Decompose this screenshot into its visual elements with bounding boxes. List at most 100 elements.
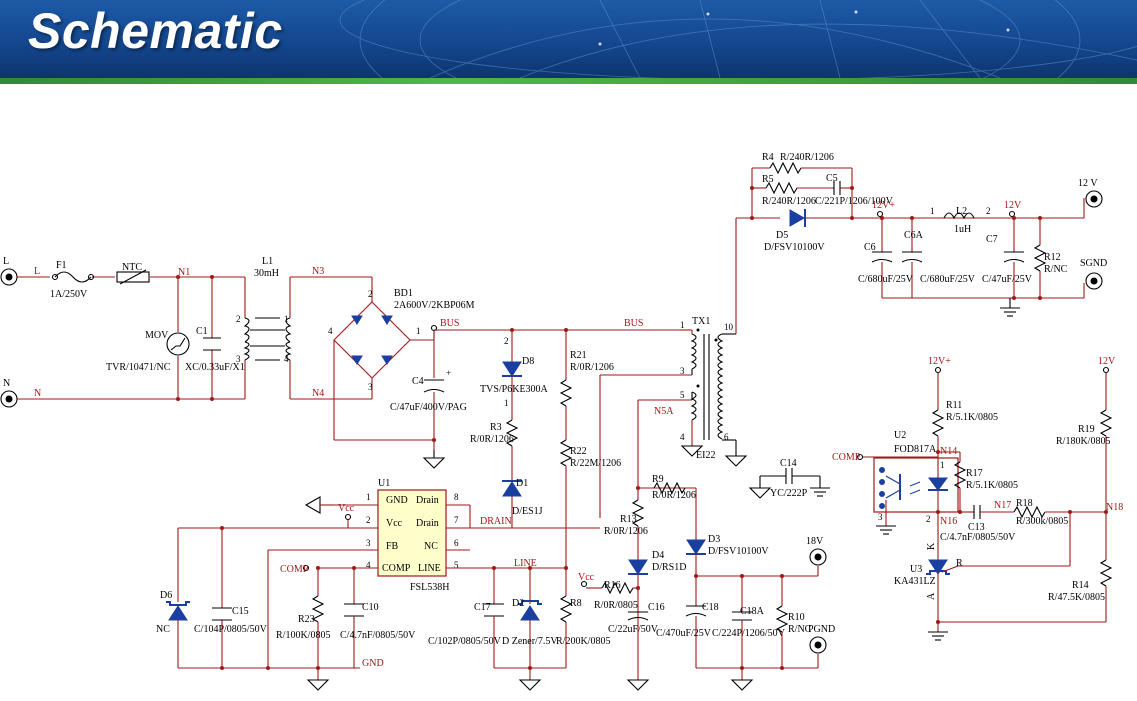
label-12V-terminal: 12 V — [1078, 178, 1098, 189]
label-R17: R17 — [966, 468, 983, 479]
label-C6-value: C/680uF/25V — [858, 274, 914, 285]
label-U1-pin7: 7 — [454, 515, 459, 525]
label-U2-pin2: 2 — [926, 514, 931, 524]
label-12V-feedback: 12V — [1098, 356, 1116, 367]
label-R5-value: R/240R/1206 — [762, 196, 816, 207]
label-U3-K: K — [926, 542, 937, 550]
label-BD1-value: 2A600V/2KBP06M — [394, 300, 475, 311]
label-C18: C18 — [702, 602, 719, 613]
label-N5A: N5A — [654, 406, 674, 417]
label-U2-pin3: 3 — [878, 512, 883, 522]
label-R9-value: R/0R/1206 — [652, 490, 696, 501]
label-D4: D4 — [652, 550, 664, 561]
label-U1-pin-Drain2: Drain — [416, 518, 439, 529]
label-GND-net: GND — [362, 658, 384, 669]
y-capacitor-C14: C14 YC/222P — [748, 458, 830, 499]
capacitor-C10: C10 C/4.7nF/0805/50V — [340, 568, 416, 668]
label-U1-pin-LINE: LINE — [418, 563, 441, 574]
varistor-MOV: MOV TVR/10471/NC — [106, 330, 190, 373]
label-L1: L1 — [262, 256, 273, 267]
label-C18-value: C/470uF/25V — [656, 628, 712, 639]
label-R10-value: R/NC — [788, 624, 812, 635]
label-BD1-pin1: 1 — [416, 326, 421, 336]
label-R8: R8 — [570, 598, 582, 609]
label-C10-value: C/4.7nF/0805/50V — [340, 630, 416, 641]
label-C16-value: C/22uF/50V — [608, 624, 659, 635]
diode-D6: D6 NC — [156, 590, 190, 635]
label-U2: U2 — [894, 430, 906, 441]
terminal-L-center — [5, 273, 13, 281]
label-L2: L2 — [956, 206, 967, 217]
label-R21-value: R/0R/1206 — [570, 362, 614, 373]
label-DRAIN-net: DRAIN — [480, 516, 512, 527]
optocoupler-U2: COMP U2 FOD817A 3 2 1 — [832, 430, 959, 535]
label-R19-value: R/180K/0805 — [1056, 436, 1110, 447]
label-D1: D1 — [516, 478, 528, 489]
label-NTC: NTC — [122, 262, 142, 273]
label-PGND-terminal: PGND — [808, 624, 835, 635]
label-R22-value: R/22M/1206 — [570, 458, 621, 469]
label-U1-pin-Vcc: Vcc — [386, 518, 403, 529]
label-BD1-pin3: 3 — [368, 382, 373, 392]
label-U1-pin8: 8 — [454, 492, 459, 502]
label-D6-value: NC — [156, 624, 170, 635]
label-C1-value: XC/0.33uF/X1 — [185, 362, 245, 373]
label-TX1-pin10: 10 — [724, 322, 734, 332]
label-R16: R16 — [604, 580, 621, 591]
label-R4-value: R/240R/1206 — [780, 152, 834, 163]
label-C1: C1 — [196, 326, 208, 337]
label-R9: R9 — [652, 474, 664, 485]
label-N4: N4 — [312, 388, 324, 399]
label-TX1-pin3: 3 — [680, 366, 685, 376]
label-R11: R11 — [946, 400, 962, 411]
label-C7: C7 — [986, 234, 998, 245]
fuse-F1: F1 1A/250V — [50, 260, 95, 300]
schematic-diagram: L N L N F1 1A/250V NTC N1 — [0, 152, 1123, 691]
label-R21: R21 — [570, 350, 587, 361]
label-TX1: TX1 — [692, 316, 710, 327]
label-Vcc-aux: Vcc — [578, 572, 595, 583]
output-terminals-12V: 12 V SGND — [1078, 178, 1107, 290]
label-SGND-terminal: SGND — [1080, 258, 1107, 269]
transformer-TX1: TX1 EI22 N5A 1 3 5 4 10 6 — [599, 218, 748, 518]
label-Vcc-net: Vcc — [338, 503, 355, 514]
label-C17: C17 — [474, 602, 491, 613]
label-R12-value: R/NC — [1044, 264, 1068, 275]
terminal-N-center — [5, 395, 13, 403]
label-D2: D2 — [512, 598, 524, 609]
label-C15-value: C/104P/0805/50V — [194, 624, 268, 635]
label-C13: C13 — [968, 522, 985, 533]
label-U1-pin4: 4 — [366, 560, 371, 570]
header-banner: Schematic — [0, 0, 1137, 78]
capacitor-C1: C1 XC/0.33uF/X1 — [185, 326, 245, 373]
label-F1: F1 — [56, 260, 67, 271]
label-MOV: MOV — [145, 330, 169, 341]
label-R13: R13 — [620, 514, 637, 525]
label-C14: C14 — [780, 458, 797, 469]
label-BUS-net: BUS — [624, 318, 643, 329]
label-C6: C6 — [864, 242, 876, 253]
secondary-snubber: R4 R/240R/1206 R5 R/240R/1206 C5 C/221P/… — [736, 152, 894, 220]
label-N-terminal: N — [3, 378, 10, 389]
snubber-chain: D8 TVS/P6KE300A R3 R/0R/1206 D1 D/ES1J 2… — [470, 330, 549, 518]
label-C18A: C18A — [740, 606, 765, 617]
label-TX1-pin4: 4 — [680, 432, 685, 442]
label-F1-value: 1A/250V — [50, 289, 88, 300]
label-12V-net: 12V — [1004, 200, 1022, 211]
label-R23-value: R/100K/0805 — [276, 630, 330, 641]
thermistor-NTC: NTC N1 — [116, 262, 190, 285]
aux-rectifier: R9 R/0R/1206 R13 R/0R/1206 D4 D/RS1D D3 … — [578, 474, 819, 691]
label-U1-pin-Drain1: Drain — [416, 495, 439, 506]
label-C5: C5 — [826, 173, 838, 184]
label-R18: R18 — [1016, 498, 1033, 509]
line-pin-network: C17 C/102P/0805/50V D2 D Zener/7.5V R8 R… — [428, 566, 610, 691]
label-L1-pin1: 1 — [284, 314, 289, 324]
label-BUS-node: BUS — [440, 318, 459, 329]
label-R16-value: R/0R/0805 — [594, 600, 638, 611]
banner-globe-art — [339, 0, 1137, 78]
label-C4-plus: + — [446, 368, 451, 378]
choke-L1: L1 30mH N3 N4 2 1 3 4 — [236, 256, 324, 399]
label-U1-pin-NC: NC — [424, 541, 438, 552]
label-D1-value: D/ES1J — [512, 506, 543, 517]
label-TX1-pin1: 1 — [680, 320, 685, 330]
